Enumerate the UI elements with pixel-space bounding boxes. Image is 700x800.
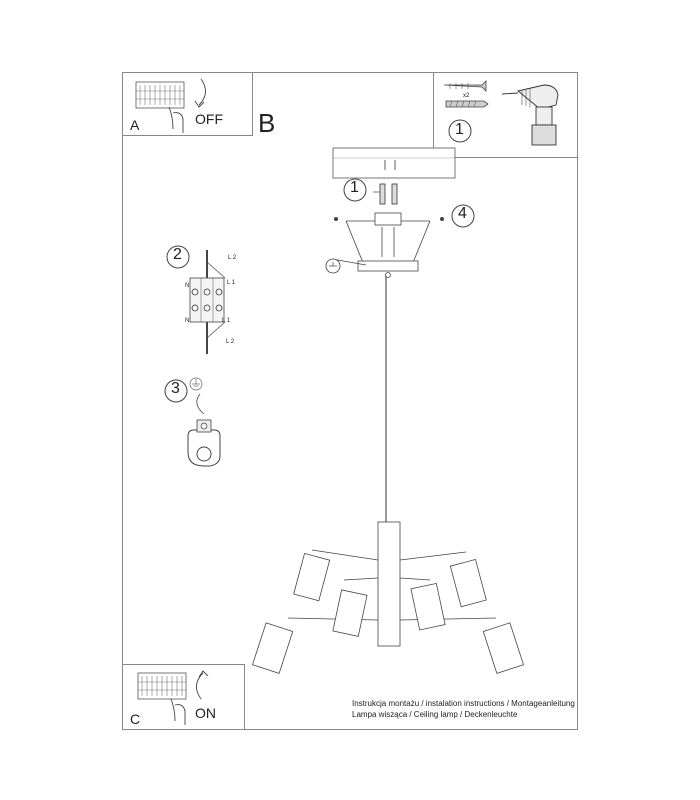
- step-circle-tools: [448, 119, 472, 143]
- step-circle-2: [166, 245, 190, 269]
- switch-on-icon: [137, 670, 209, 725]
- step-4-number: 4: [458, 205, 467, 222]
- panel-c: C ON: [122, 664, 245, 730]
- wire-label-left-upper: N: [185, 283, 190, 289]
- step-2-number: 2: [173, 246, 182, 263]
- wire-label-right-lower: L 1: [222, 318, 231, 324]
- step-1-number: 1: [350, 179, 359, 196]
- wire-label-top-right: L 2: [228, 255, 237, 261]
- panel-a-action: OFF: [195, 111, 223, 127]
- caption-instructions: Instrukcja montażu / instalation instruc…: [352, 699, 575, 708]
- step-circle-3: [164, 379, 188, 403]
- panel-tools: x2 1: [433, 72, 578, 158]
- tool-quantity: x2: [463, 93, 470, 99]
- wire-label-right-upper: L 1: [227, 280, 236, 286]
- lamp-body-icon: [252, 521, 524, 674]
- step-circle-4: [451, 204, 475, 228]
- caption-product: Lampa wisząca / Ceiling lamp / Deckenleu…: [352, 710, 518, 719]
- step-3-number: 3: [171, 380, 180, 397]
- wire-label-bottom: L 2: [226, 339, 235, 345]
- step-circle-1: [343, 178, 367, 202]
- panel-b-letter: B: [258, 108, 276, 138]
- panel-c-action: ON: [195, 705, 216, 721]
- canopy-bracket-icon: [325, 212, 444, 278]
- instruction-frame: [122, 72, 578, 730]
- tools-step-number: 1: [455, 121, 464, 138]
- panel-c-letter: C: [130, 711, 141, 727]
- ceiling-block-icon: [332, 147, 456, 179]
- terminal-block-icon: [189, 250, 226, 354]
- ground-terminal-icon: [187, 393, 221, 467]
- panel-a: A OFF: [122, 72, 253, 136]
- panel-a-letter: A: [130, 117, 140, 133]
- wall-plugs-icon: [373, 183, 398, 205]
- switch-off-icon: [135, 78, 206, 133]
- suspension-cable-icon: [385, 276, 387, 526]
- drill-icon: [501, 84, 559, 146]
- ground-symbol-icon: [189, 377, 203, 391]
- wire-label-left-lower: N: [185, 318, 190, 324]
- wall-plug-screw-icon: [443, 80, 489, 108]
